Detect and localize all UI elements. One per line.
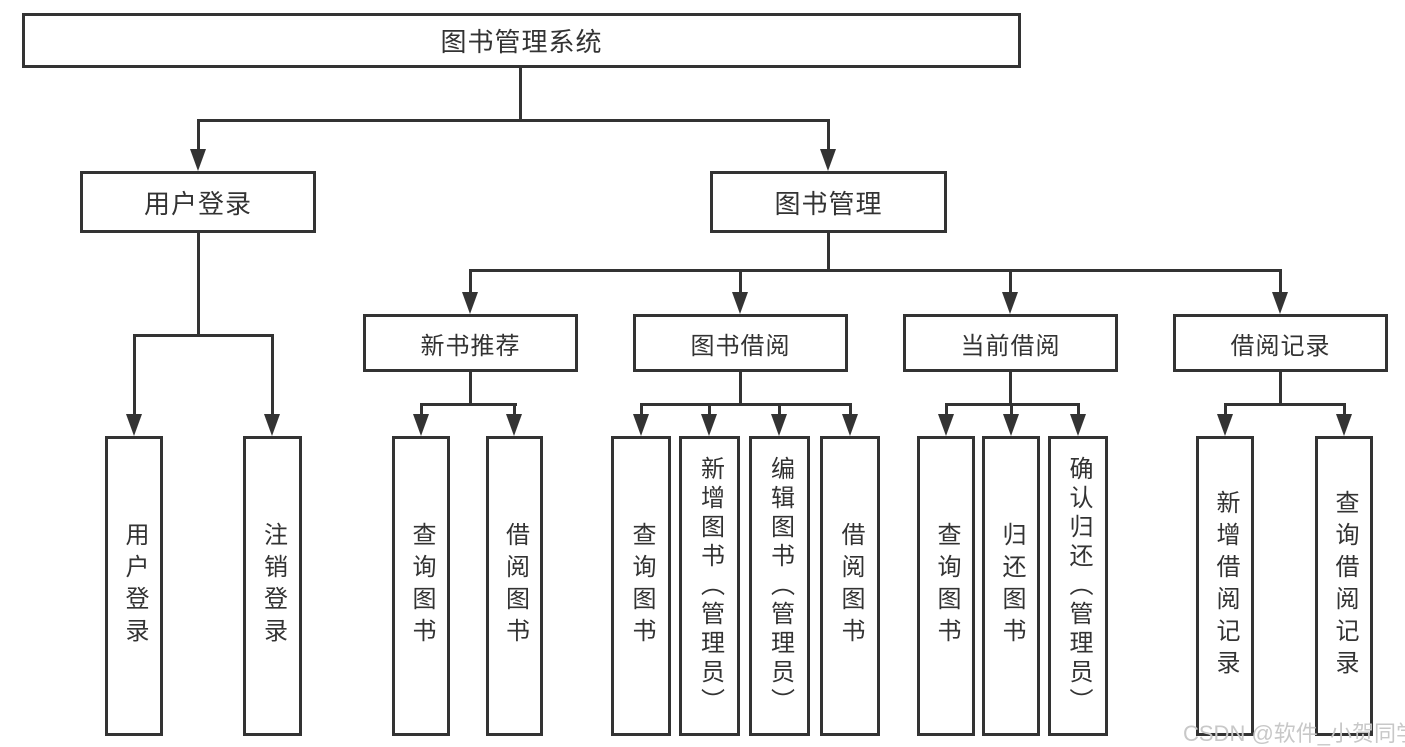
connector-drop-book-mgmt <box>827 119 830 149</box>
connector-bus <box>1224 403 1346 406</box>
connector-drop <box>945 403 948 414</box>
arrow-down-icon <box>701 414 717 436</box>
connector-bus <box>640 403 852 406</box>
arrow-down-icon <box>633 414 649 436</box>
leaf-add-book-admin: 新增图书（管理员） <box>679 436 740 736</box>
arrow-down-icon <box>820 149 836 171</box>
leaf-query-books-borrow: 查询图书 <box>611 436 671 736</box>
node-new-book-recommend: 新书推荐 <box>363 314 578 372</box>
arrow-down-icon <box>938 414 954 436</box>
leaf-query-books-recommend: 查询图书 <box>392 436 450 736</box>
arrow-down-icon <box>264 414 280 436</box>
leaf-borrow-books-borrow: 借阅图书 <box>820 436 880 736</box>
connector-stem <box>739 372 742 404</box>
connector-bookmgmt-stem <box>827 233 830 270</box>
connector-root-stem <box>519 68 522 120</box>
arrow-down-icon <box>771 414 787 436</box>
arrow-down-icon <box>1002 292 1018 314</box>
leaf-logout-login: 注销登录 <box>243 436 302 736</box>
connector-stem <box>1279 372 1282 404</box>
connector-drop <box>1343 403 1346 414</box>
connector-stem <box>1009 372 1012 404</box>
node-user-login: 用户登录 <box>80 171 316 233</box>
arrow-down-icon <box>506 414 522 436</box>
arrow-down-icon <box>842 414 858 436</box>
connector-drop <box>739 269 742 292</box>
connector-drop <box>469 269 472 292</box>
connector-drop <box>708 403 711 414</box>
leaf-borrow-books-recommend: 借阅图书 <box>486 436 543 736</box>
leaf-query-borrow-record: 查询借阅记录 <box>1315 436 1373 736</box>
leaf-user-login: 用户登录 <box>105 436 163 736</box>
arrow-down-icon <box>1070 414 1086 436</box>
arrow-down-icon <box>1217 414 1233 436</box>
arrow-down-icon <box>413 414 429 436</box>
leaf-add-borrow-record: 新增借阅记录 <box>1196 436 1254 736</box>
connector-drop <box>271 334 274 414</box>
leaf-query-books-current: 查询图书 <box>917 436 975 736</box>
leaf-edit-book-admin: 编辑图书（管理员） <box>749 436 810 736</box>
connector-drop <box>1009 269 1012 292</box>
connector-bus <box>420 403 517 406</box>
node-library-system: 图书管理系统 <box>22 13 1021 68</box>
leaf-confirm-return-admin: 确认归还（管理员） <box>1048 436 1108 736</box>
connector-drop <box>778 403 781 414</box>
connector-drop <box>1279 269 1282 292</box>
connector-drop <box>420 403 423 414</box>
csdn-watermark: CSDN @软件_小贺同学 <box>1183 721 1405 746</box>
connector-root-bus <box>197 119 830 122</box>
node-book-borrow: 图书借阅 <box>633 314 848 372</box>
connector-stem <box>469 372 472 404</box>
connector-drop <box>133 334 136 414</box>
connector-drop <box>1010 403 1013 414</box>
connector-drop <box>1077 403 1080 414</box>
arrow-down-icon <box>1003 414 1019 436</box>
connector-userlogin-bus <box>133 334 274 337</box>
connector-drop-user-login <box>197 119 200 149</box>
node-book-management: 图书管理 <box>710 171 947 233</box>
connector-drop <box>640 403 643 414</box>
connector-drop <box>1224 403 1227 414</box>
node-current-borrow: 当前借阅 <box>903 314 1118 372</box>
leaf-return-books: 归还图书 <box>982 436 1040 736</box>
arrow-down-icon <box>732 292 748 314</box>
connector-drop <box>513 403 516 414</box>
connector-bookmgmt-bus <box>469 269 1282 272</box>
arrow-down-icon <box>1336 414 1352 436</box>
node-borrow-records: 借阅记录 <box>1173 314 1388 372</box>
arrow-down-icon <box>126 414 142 436</box>
connector-userlogin-stem <box>197 233 200 335</box>
arrow-down-icon <box>1272 292 1288 314</box>
connector-drop <box>849 403 852 414</box>
arrow-down-icon <box>462 292 478 314</box>
arrow-down-icon <box>190 149 206 171</box>
